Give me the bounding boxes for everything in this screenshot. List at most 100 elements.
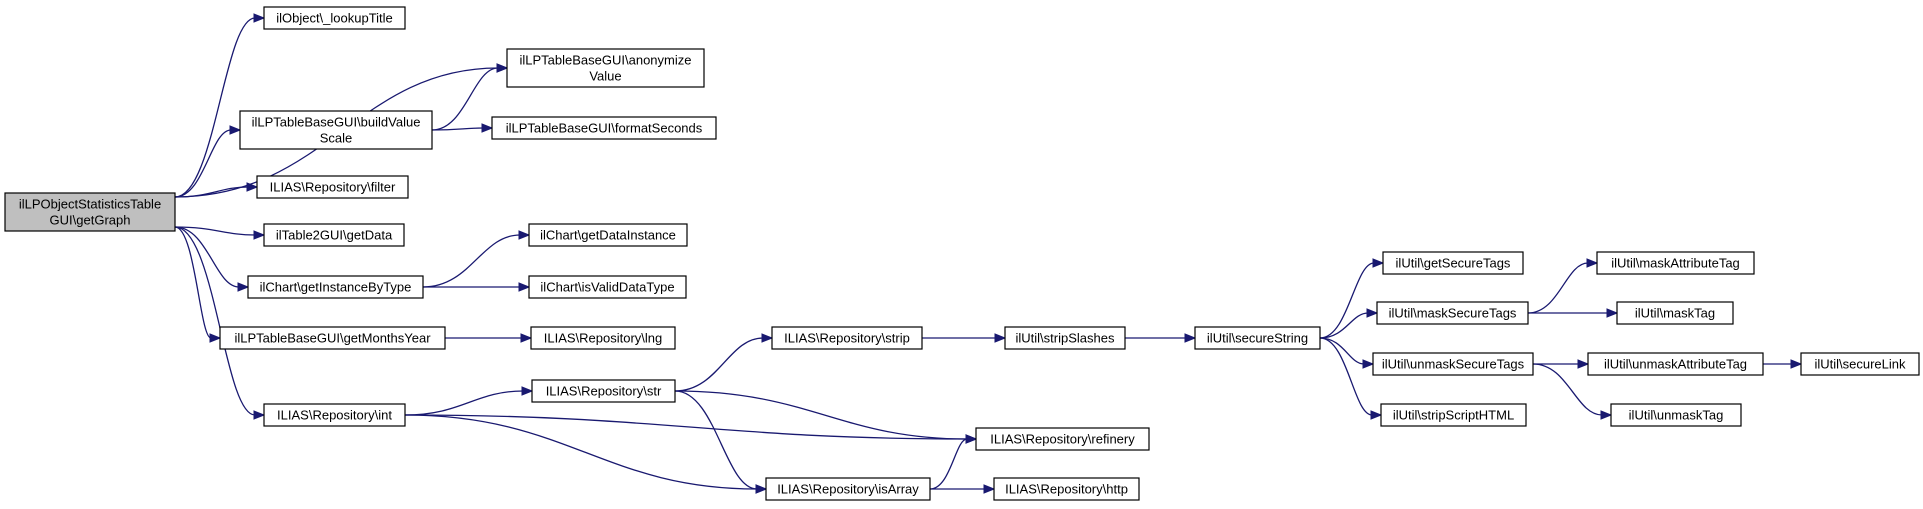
node-ivdt[interactable]: ilChart\isValidDataType: [528, 275, 687, 299]
edge-instbt-to-ivdt: [423, 282, 531, 292]
node-slink[interactable]: ilUtil\secureLink: [1800, 352, 1920, 376]
node-isarr[interactable]: ILIAS\Repository\isArray: [765, 477, 931, 501]
node-box: [263, 223, 405, 247]
edge-mst-to-mtag: [1528, 308, 1619, 318]
edge-secstr-to-ssh: [1319, 337, 1383, 420]
node-box: [263, 403, 406, 427]
node-box: [531, 379, 676, 403]
node-label: ilUtil\unmaskSecureTags: [1382, 357, 1525, 372]
node-box: [256, 175, 409, 199]
node-box: [1610, 403, 1742, 427]
node-secstr[interactable]: ilUtil\secureString: [1194, 326, 1321, 350]
node-box: [1382, 251, 1524, 275]
edge-months-to-lng: [444, 333, 533, 343]
node-box: [993, 477, 1140, 501]
edge-build-to-anon: [431, 63, 509, 131]
node-label: Scale: [320, 131, 353, 146]
node-label: ilUtil\unmaskAttributeTag: [1604, 357, 1747, 372]
node-mat[interactable]: ilUtil\maskAttributeTag: [1596, 251, 1755, 275]
node-box: [1376, 301, 1529, 325]
edge-mst-to-mat: [1527, 258, 1599, 314]
edge-int-to-str: [404, 386, 534, 416]
node-label: ilObject\_lookupTitle: [276, 11, 393, 26]
node-ssh[interactable]: ilUtil\stripScriptHTML: [1380, 403, 1527, 427]
node-label: ilChart\getDataInstance: [540, 228, 676, 243]
node-http[interactable]: ILIAS\Repository\http: [993, 477, 1140, 501]
node-box: [1004, 326, 1126, 350]
edge-root-to-int: [174, 226, 266, 420]
node-label: ilLPTableBaseGUI\formatSeconds: [506, 121, 703, 136]
node-getdata[interactable]: ilTable2GUI\getData: [263, 223, 405, 247]
node-box: [975, 427, 1150, 451]
edge-str-to-strip: [674, 333, 774, 392]
node-label: ilLPTableBaseGUI\getMonthsYear: [234, 331, 431, 346]
node-label: GUI\getGraph: [50, 213, 131, 228]
node-label: ilLPTableBaseGUI\buildValue: [252, 115, 421, 130]
node-label: ilTable2GUI\getData: [276, 228, 393, 243]
node-mtag[interactable]: ilUtil\maskTag: [1616, 301, 1734, 325]
node-label: ILIAS\Repository\isArray: [777, 482, 919, 497]
node-str[interactable]: ILIAS\Repository\str: [531, 379, 676, 403]
node-box: [771, 326, 923, 350]
node-filter[interactable]: ILIAS\Repository\filter: [256, 175, 409, 199]
node-box: [219, 326, 446, 350]
node-months[interactable]: ilLPTableBaseGUI\getMonthsYear: [219, 326, 446, 350]
node-box: [765, 477, 931, 501]
edge-isarr-to-refin: [929, 434, 978, 490]
node-label: ILIAS\Repository\strip: [784, 331, 910, 346]
edge-instbt-to-gdi: [422, 230, 531, 288]
node-box: [1596, 251, 1755, 275]
node-strip[interactable]: ILIAS\Repository\strip: [771, 326, 923, 350]
node-ust[interactable]: ilUtil\unmaskSecureTags: [1372, 352, 1534, 376]
node-fmt[interactable]: ilLPTableBaseGUI\formatSeconds: [491, 116, 717, 140]
node-gdi[interactable]: ilChart\getDataInstance: [528, 223, 688, 247]
edge-root-to-getdata: [174, 226, 266, 240]
node-label: ilLPObjectStatisticsTable: [19, 197, 161, 212]
node-box: [1800, 352, 1920, 376]
edge-secstr-to-gst: [1319, 258, 1385, 339]
node-label: ilUtil\secureLink: [1814, 357, 1906, 372]
node-box: [1587, 352, 1764, 376]
node-instbt[interactable]: ilChart\getInstanceByType: [247, 275, 424, 299]
edge-root-to-lookup: [174, 13, 266, 198]
edge-int-to-refin: [404, 414, 978, 444]
node-refin[interactable]: ILIAS\Repository\refinery: [975, 427, 1150, 451]
node-box: [528, 275, 687, 299]
edge-int-to-isarr: [404, 414, 768, 494]
edge-ust-to-uat: [1533, 359, 1590, 369]
edge-ust-to-utag: [1532, 363, 1613, 420]
edge-strip-to-sslash: [921, 333, 1007, 343]
node-gst[interactable]: ilUtil\getSecureTags: [1382, 251, 1524, 275]
node-label: ilUtil\maskTag: [1635, 306, 1715, 321]
node-label: ilChart\getInstanceByType: [260, 280, 412, 295]
edge-root-to-months: [174, 226, 222, 343]
edge-isarr-to-http: [930, 484, 996, 494]
node-lng[interactable]: ILIAS\Repository\lng: [530, 326, 676, 350]
node-uat[interactable]: ilUtil\unmaskAttributeTag: [1587, 352, 1764, 376]
node-box: [528, 223, 688, 247]
node-box: [4, 192, 176, 232]
node-label: ILIAS\Repository\str: [546, 384, 662, 399]
node-label: ilUtil\stripScriptHTML: [1393, 408, 1514, 423]
node-label: ILIAS\Repository\http: [1005, 482, 1128, 497]
node-label: ilUtil\maskAttributeTag: [1611, 256, 1740, 271]
node-label: ilUtil\maskSecureTags: [1389, 306, 1517, 321]
node-label: ilLPTableBaseGUI\anonymize: [520, 53, 692, 68]
node-box: [247, 275, 424, 299]
edge-secstr-to-ust: [1319, 337, 1375, 369]
node-mst[interactable]: ilUtil\maskSecureTags: [1376, 301, 1529, 325]
node-sslash[interactable]: ilUtil\stripSlashes: [1004, 326, 1126, 350]
node-box: [263, 6, 406, 30]
node-lookup[interactable]: ilObject\_lookupTitle: [263, 6, 406, 30]
edge-str-to-refin: [674, 390, 978, 444]
node-label: ilUtil\stripSlashes: [1016, 331, 1115, 346]
node-utag[interactable]: ilUtil\unmaskTag: [1610, 403, 1742, 427]
edges-layer: [174, 13, 1803, 494]
node-label: ilUtil\getSecureTags: [1396, 256, 1511, 271]
node-int[interactable]: ILIAS\Repository\int: [263, 403, 406, 427]
